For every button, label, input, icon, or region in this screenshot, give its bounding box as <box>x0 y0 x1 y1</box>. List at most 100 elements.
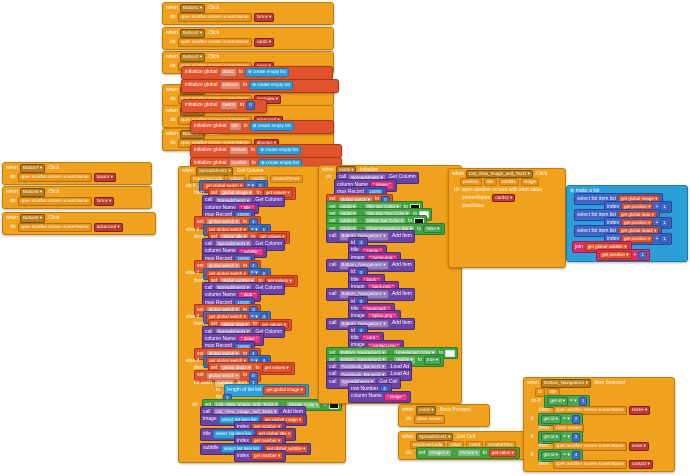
number-input[interactable]: 4 <box>571 451 581 460</box>
logic-chip[interactable]: true ▾ <box>423 356 442 365</box>
control-chip[interactable]: open another screen screenName <box>17 173 92 182</box>
variable-chip[interactable]: get value ▾ <box>488 448 517 458</box>
field-dropdown[interactable]: switch <box>219 101 239 110</box>
param-chip[interactable]: title <box>483 177 497 187</box>
list-chip[interactable]: ⊕ create empty list <box>249 122 294 131</box>
logic-chip-strip[interactable]: get id ▾= ▾2 <box>537 413 584 426</box>
text-string[interactable]: “ image ” <box>383 392 408 402</box>
logic-chip-strip[interactable]: get id ▾= ▾3 <box>537 431 584 444</box>
component-dropdown[interactable]: Button3 ▾ <box>179 53 205 62</box>
param-chip[interactable]: image <box>520 177 540 187</box>
component-dropdown[interactable]: Bottom_Navigation1 ▾ <box>540 379 591 388</box>
screen-name-dropdown[interactable]: forms ▾ <box>253 13 275 22</box>
variable-chip[interactable]: get position ▾ <box>599 250 632 260</box>
param-chip[interactable]: subtitle <box>498 177 519 187</box>
field-dropdown[interactable]: Image1 ▾ <box>427 448 452 458</box>
field-dropdown[interactable]: data2 <box>219 68 237 77</box>
list-chip[interactable]: select list item list <box>212 430 254 439</box>
list-chip[interactable]: ⊕ create empty list <box>244 68 289 77</box>
text-chip-strip[interactable]: get position ▾+1 <box>596 248 650 262</box>
screen-name-dropdown[interactable]: advanced ▾ <box>93 223 123 232</box>
component-dropdown[interactable]: Spreadsheet1 ▾ <box>415 432 454 442</box>
screen-name-dropdown[interactable]: basics ▾ <box>93 173 116 182</box>
logic-chip[interactable]: get id ▾ <box>540 433 562 442</box>
component-dropdown[interactable]: Button1 ▾ <box>179 4 205 13</box>
field-dropdown[interactable]: title <box>228 122 242 131</box>
variable-chip[interactable]: get position ▾ <box>620 234 654 244</box>
screen-name-dropdown[interactable]: news ▾ <box>628 442 649 451</box>
number-input[interactable]: 0 <box>246 101 255 110</box>
logic-chip[interactable]: false ▾ <box>423 224 443 234</box>
variable-chip[interactable]: get values ▾ <box>261 364 292 373</box>
field-dropdown[interactable]: listview <box>228 146 250 155</box>
screen-name-dropdown[interactable]: cards ▾ <box>253 38 275 47</box>
control-chip[interactable]: open another screen screenName <box>552 442 627 451</box>
screen-name-dropdown[interactable]: contact ▾ <box>628 460 653 469</box>
component-dropdown[interactable]: Button7 ▾ <box>19 164 45 173</box>
screen-name-dropdown[interactable]: forms ▾ <box>93 197 115 206</box>
component-dropdown[interactable]: Button2 ▾ <box>179 29 205 38</box>
field-dropdown[interactable]: indexes <box>219 81 242 90</box>
number-input[interactable]: 3 <box>571 433 581 442</box>
control-chip[interactable]: open another screen screenName <box>552 460 627 469</box>
control-chip[interactable]: open another screen screenName <box>17 197 92 206</box>
list-chip[interactable]: ⊕ create empty list <box>249 81 294 90</box>
control-chip[interactable]: open another screen screenName <box>177 38 252 47</box>
control-chip[interactable]: open another screen screenName <box>177 13 252 22</box>
logic-chip[interactable]: get id ▾ <box>540 451 562 460</box>
list-chip[interactable]: ⊕ create empty list <box>257 146 302 155</box>
param-chip[interactable]: createdTimes <box>269 174 303 184</box>
screen-name-dropdown[interactable]: Home ▾ <box>628 406 651 415</box>
component-dropdown[interactable]: List_View_Image_and_Text1 ▾ <box>465 169 533 179</box>
field-dropdown[interactable]: Picture ▾ <box>457 448 481 458</box>
number-input[interactable]: 1 <box>578 397 588 406</box>
number-input[interactable]: 1 <box>638 250 647 260</box>
variable-chip[interactable]: get number ▾ <box>250 451 284 461</box>
number-input[interactable]: 2 <box>571 415 581 424</box>
variable-chip[interactable]: get global image ▾ <box>263 386 306 395</box>
param-chip[interactable]: id <box>535 388 545 397</box>
number-input[interactable]: 1 <box>660 234 669 244</box>
logic-chip[interactable]: get id ▾ <box>540 415 562 424</box>
component-dropdown[interactable]: Button9 ▾ <box>19 214 45 223</box>
component-dropdown[interactable]: Button8 ▾ <box>19 188 45 197</box>
control-chip[interactable]: open another screen screenName <box>17 223 92 232</box>
screen-name-dropdown[interactable]: cards2 ▾ <box>492 193 516 203</box>
field-dropdown[interactable]: global switch ▾ <box>205 371 241 381</box>
component-dropdown[interactable]: cards ▾ <box>415 406 437 415</box>
control-chip[interactable]: open another screen screenName <box>552 406 627 415</box>
control-chip[interactable]: close screen <box>413 415 445 424</box>
logic-chip-strip[interactable]: get id ▾= ▾4 <box>537 449 584 462</box>
call-chip-strip[interactable]: column Name“ image ” <box>348 390 411 404</box>
number-input[interactable]: 1 <box>660 218 669 228</box>
number-input[interactable]: 1 <box>660 202 669 212</box>
logic-chip[interactable]: get id ▾ <box>547 397 568 406</box>
